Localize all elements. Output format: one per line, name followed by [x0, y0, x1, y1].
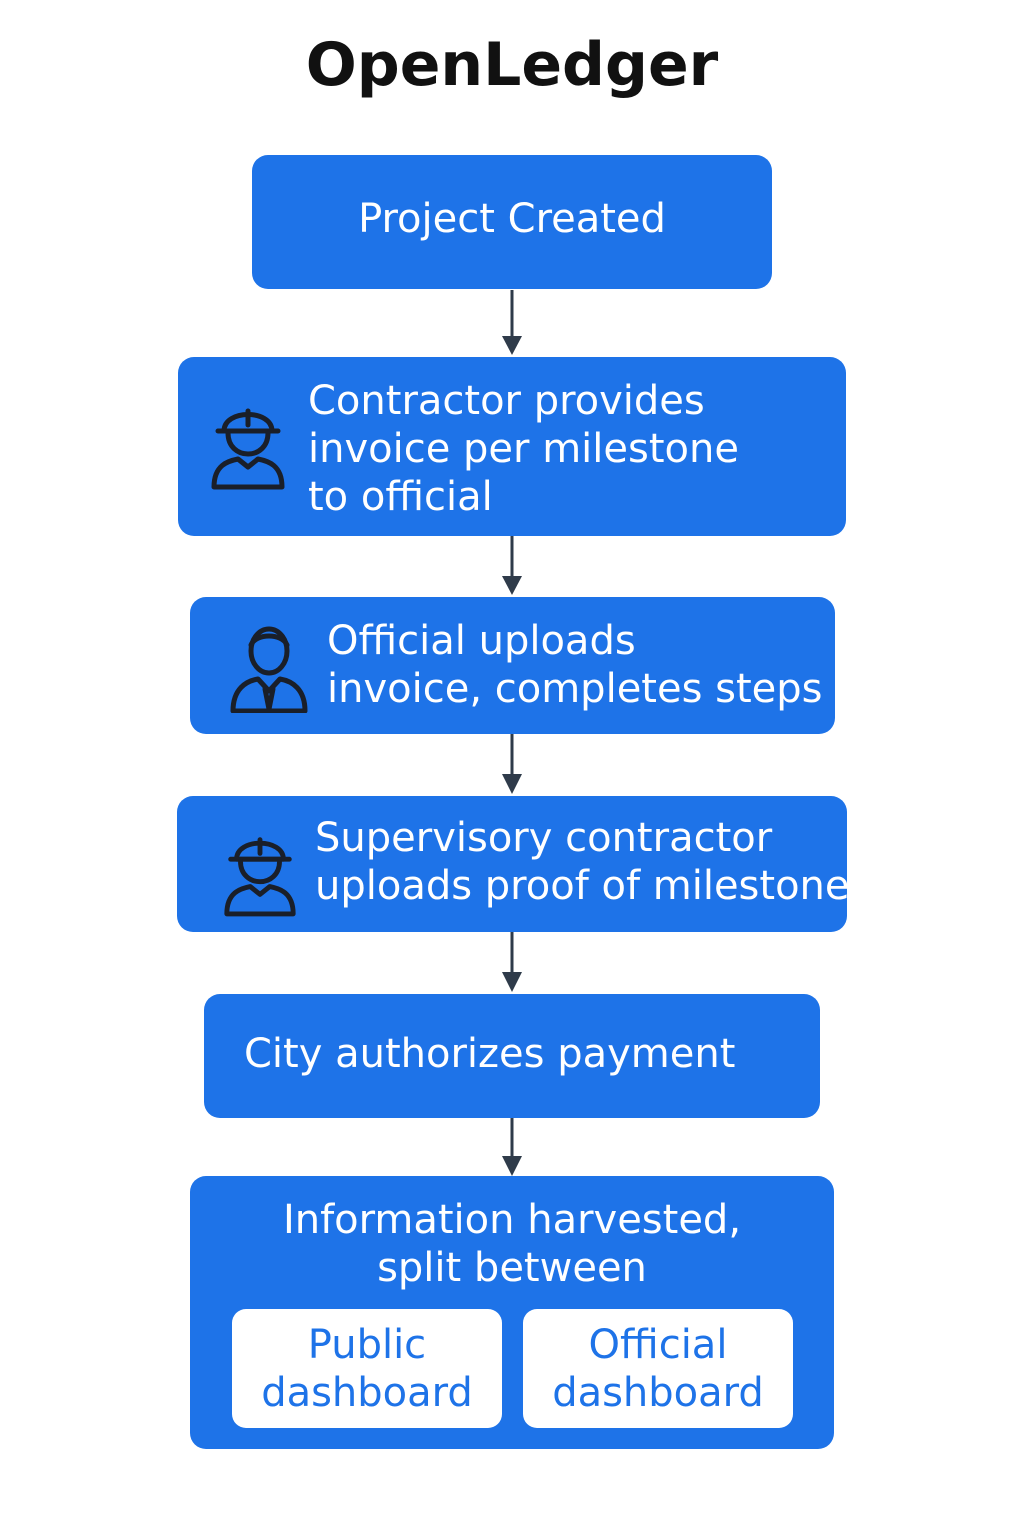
diagram-title: OpenLedger [305, 30, 719, 100]
step-supervisory-contractor: Supervisory contractor uploads proof of … [177, 796, 850, 932]
step-city-authorizes: City authorizes payment [204, 994, 820, 1118]
arrow-1 [502, 290, 522, 355]
output-official-dashboard: Official dashboard [523, 1309, 793, 1428]
step-information-harvested: Information harvested, split between Pub… [190, 1176, 834, 1449]
step-information-harvested-line2: split between [377, 1245, 647, 1291]
output-public-dashboard: Public dashboard [232, 1309, 502, 1428]
step-information-harvested-line1: Information harvested, [282, 1197, 742, 1243]
output-official-dashboard-line1: Official [588, 1322, 728, 1368]
step-project-created-label: Project Created [358, 196, 666, 242]
arrow-2 [502, 536, 522, 595]
output-public-dashboard-line2: dashboard [261, 1370, 473, 1416]
step-contractor-invoice-line1: Contractor provides [308, 378, 705, 424]
step-project-created: Project Created [252, 155, 772, 289]
step-official-uploads-line1: Official uploads [327, 618, 636, 664]
construction-worker-icon [224, 837, 296, 917]
arrow-3 [502, 734, 522, 794]
construction-worker-icon [211, 408, 285, 490]
step-contractor-invoice-line3: to official [308, 474, 493, 520]
output-official-dashboard-line2: dashboard [552, 1370, 764, 1416]
output-public-dashboard-line1: Public [307, 1322, 427, 1368]
step-contractor-invoice: Contractor provides invoice per mileston… [178, 357, 846, 536]
step-city-authorizes-label: City authorizes payment [244, 1031, 736, 1077]
step-official-uploads: Official uploads invoice, completes step… [190, 597, 835, 734]
arrow-5 [502, 1118, 522, 1176]
step-supervisory-contractor-line1: Supervisory contractor [315, 815, 773, 861]
arrow-4 [502, 932, 522, 992]
official-person-icon [230, 626, 308, 713]
step-contractor-invoice-line2: invoice per milestone [308, 426, 739, 472]
step-supervisory-contractor-line2: uploads proof of milestone [315, 863, 850, 909]
step-official-uploads-line2: invoice, completes steps [327, 666, 823, 712]
